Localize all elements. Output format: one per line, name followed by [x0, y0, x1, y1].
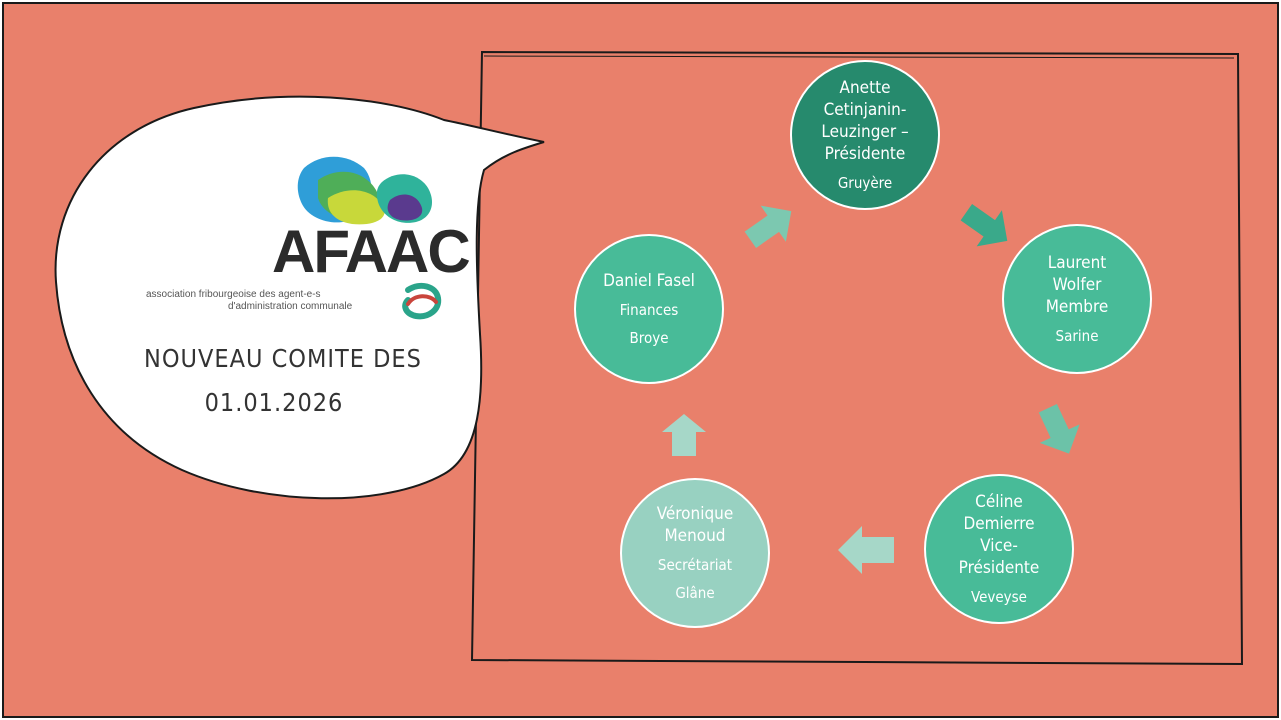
member-name: Laurent Wolfer Membre [1045, 253, 1109, 317]
member-name: Daniel Fasel [603, 271, 695, 291]
member-region: Sarine [1055, 327, 1099, 345]
logo-tagline-1: association fribourgeoise des agent-e-s [146, 289, 321, 300]
afaac-logo-graphic [297, 156, 442, 320]
content-frame-sketch-line [483, 55, 1235, 59]
arrow-demierre-to-menoud [838, 526, 894, 574]
logo-acronym: AFAAC [272, 218, 471, 285]
member-fasel: Daniel Fasel Finances Broye [574, 234, 724, 384]
logo-tagline-2: d'administration communale [228, 301, 353, 312]
member-menoud: Véronique Menoud Secrétariat Glâne [620, 478, 770, 628]
arrow-wolfer-to-demierre [1038, 404, 1080, 454]
heading-line-1: NOUVEAU COMITE DES [144, 344, 422, 373]
arrow-cetinjanin-to-wolfer [960, 204, 1008, 247]
arrow-fasel-to-cetinjanin [744, 205, 792, 248]
member-region: Veveyse [971, 588, 1027, 606]
content-frame [470, 50, 1244, 666]
member-role: Finances [619, 301, 679, 319]
member-role: Secrétariat [657, 556, 733, 574]
heading-line-2: 01.01.2026 [204, 388, 344, 417]
member-region: Glâne [675, 584, 715, 602]
arrow-menoud-to-fasel [662, 414, 706, 456]
member-name: Anette Cetinjanin-Leuzinger – Présidente [821, 78, 909, 164]
decor-layer [54, 50, 1244, 666]
member-name: Véronique Menoud [656, 504, 734, 546]
member-wolfer: Laurent Wolfer Membre Sarine [1002, 224, 1152, 374]
member-region: Gruyère [837, 174, 893, 192]
member-name: Céline Demierre Vice-Présidente [958, 492, 1040, 578]
member-region: Broye [629, 329, 669, 347]
member-demierre: Céline Demierre Vice-Présidente Veveyse [924, 474, 1074, 624]
member-cetinjanin: Anette Cetinjanin-Leuzinger – Présidente… [790, 60, 940, 210]
